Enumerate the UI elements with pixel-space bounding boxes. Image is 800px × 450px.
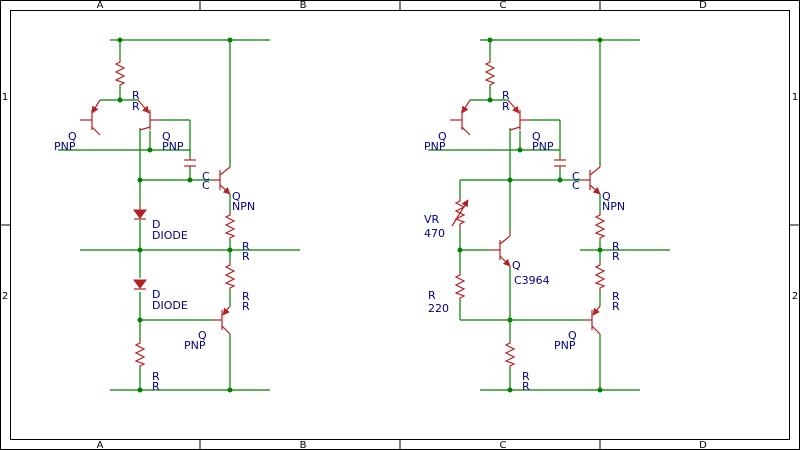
left-label-r-mid-3: R <box>242 290 250 303</box>
left-label-r-top: R <box>132 89 140 102</box>
zone-bottom-d: D <box>699 440 707 450</box>
left-pnp-output <box>214 305 231 335</box>
zone-bottom-c: C <box>500 440 507 450</box>
zone-right-2: 2 <box>792 291 798 302</box>
right-label-vr-value: 470 <box>424 227 445 240</box>
left-label-r-top-2: R <box>132 100 140 113</box>
right-label-q-npn: Q <box>602 190 611 203</box>
right-resistor-220 <box>454 272 466 300</box>
left-diode-2 <box>133 279 147 290</box>
left-resistor-mid-1 <box>224 212 236 240</box>
right-label-q-pnp: Q <box>568 329 577 342</box>
left-resistor-top <box>114 58 126 86</box>
left-label-q2: Q <box>162 130 171 143</box>
right-label-q-npn-type: NPN <box>602 200 625 213</box>
left-label-r-mid-4: R <box>242 300 250 313</box>
right-junctions <box>457 37 603 393</box>
right-label-q-pnp-type: PNP <box>554 339 576 352</box>
left-label-d2-type: DIODE <box>152 299 188 312</box>
left-label-c2: C <box>202 179 210 192</box>
zone-top-c: C <box>500 0 507 11</box>
right-label-r-top: R <box>502 89 510 102</box>
right-resistor-mid-2 <box>594 262 606 290</box>
left-resistor-mid-2 <box>224 262 236 290</box>
left-label-c1: C <box>202 170 210 183</box>
right-label-q-mid: Q <box>512 259 521 272</box>
left-circuit: R R Q PNP Q PNP C C Q NPN D DIODE D DIOD… <box>54 37 300 393</box>
right-label-q1-type: PNP <box>424 140 446 153</box>
left-label-r-bot-2: R <box>152 380 160 393</box>
left-label-q-pnp-type: PNP <box>184 339 206 352</box>
left-pnp-q1 <box>80 99 101 136</box>
zone-top-b: B <box>300 0 307 11</box>
left-label-q2-type: PNP <box>162 140 184 153</box>
right-label-r-mid-4: R <box>612 300 620 313</box>
right-resistor-top <box>484 58 496 86</box>
right-capacitor <box>554 158 566 168</box>
right-label-r-mid-1: R <box>612 240 620 253</box>
left-label-d1-type: DIODE <box>152 229 188 242</box>
right-resistor-bottom <box>504 340 516 368</box>
right-wires <box>428 39 670 391</box>
left-label-r-mid-1: R <box>242 240 250 253</box>
right-variable-resistor <box>451 198 469 230</box>
right-pnp-output <box>584 305 601 335</box>
left-pnp-q2 <box>137 99 160 131</box>
left-npn-transistor <box>212 166 231 195</box>
right-pnp-q1 <box>450 99 471 136</box>
right-label-r-220-value: 220 <box>428 302 449 315</box>
right-pnp-q2 <box>507 99 530 131</box>
left-label-q1: Q <box>68 130 77 143</box>
right-label-q2: Q <box>532 130 541 143</box>
right-label-c2: C <box>572 179 580 192</box>
left-label-d1: D <box>152 218 160 231</box>
right-label-r-top-2: R <box>502 100 510 113</box>
right-label-r-bot-1: R <box>522 370 530 383</box>
left-label-d2: D <box>152 288 160 301</box>
right-circuit: R R Q PNP Q PNP C C Q NPN VR 470 Q C3964… <box>424 37 670 393</box>
left-label-q1-type: PNP <box>54 140 76 153</box>
left-label-q-npn-type: NPN <box>232 200 255 213</box>
left-label-q-pnp: Q <box>198 329 207 342</box>
left-diode-1 <box>133 205 147 220</box>
left-label-r-bot-1: R <box>152 370 160 383</box>
right-label-r-mid-3: R <box>612 290 620 303</box>
right-label-r-bot-2: R <box>522 380 530 393</box>
zone-right-1: 1 <box>792 92 798 103</box>
left-junctions <box>117 37 233 393</box>
left-capacitor <box>184 158 196 168</box>
right-label-c1: C <box>572 170 580 183</box>
right-npn-c3964 <box>490 230 511 268</box>
zone-bottom-b: B <box>300 440 307 450</box>
right-label-q1: Q <box>438 130 447 143</box>
zone-bottom-a: A <box>97 440 104 450</box>
left-resistor-bottom <box>134 340 146 368</box>
right-resistor-mid-1 <box>594 212 606 240</box>
zone-top-a: A <box>97 0 104 11</box>
right-label-q-mid-type: C3964 <box>514 274 550 287</box>
right-label-q2-type: PNP <box>532 140 554 153</box>
left-wires <box>58 39 300 391</box>
left-label-q-npn: Q <box>232 190 241 203</box>
zone-left-1: 1 <box>2 92 8 103</box>
right-label-r-220: R <box>428 289 436 302</box>
right-npn-transistor <box>582 166 601 195</box>
right-label-r-mid-2: R <box>612 250 620 263</box>
zone-top-d: D <box>699 0 707 11</box>
right-label-vr: VR <box>424 213 440 226</box>
zone-left-2: 2 <box>2 291 8 302</box>
left-label-r-mid-2: R <box>242 250 250 263</box>
